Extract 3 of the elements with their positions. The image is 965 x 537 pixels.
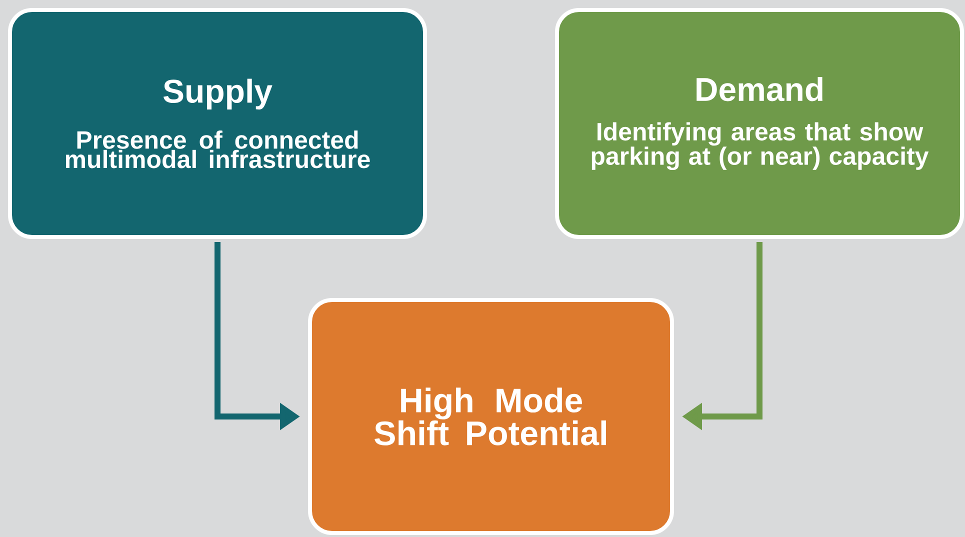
result-box: High Mode Shift Potential xyxy=(308,298,674,535)
demand-box: Demand Identifying areas that show parking at (or near) capacity xyxy=(555,8,964,239)
supply-box: Supply Presence of connected multimodal infrastructure xyxy=(8,8,427,239)
